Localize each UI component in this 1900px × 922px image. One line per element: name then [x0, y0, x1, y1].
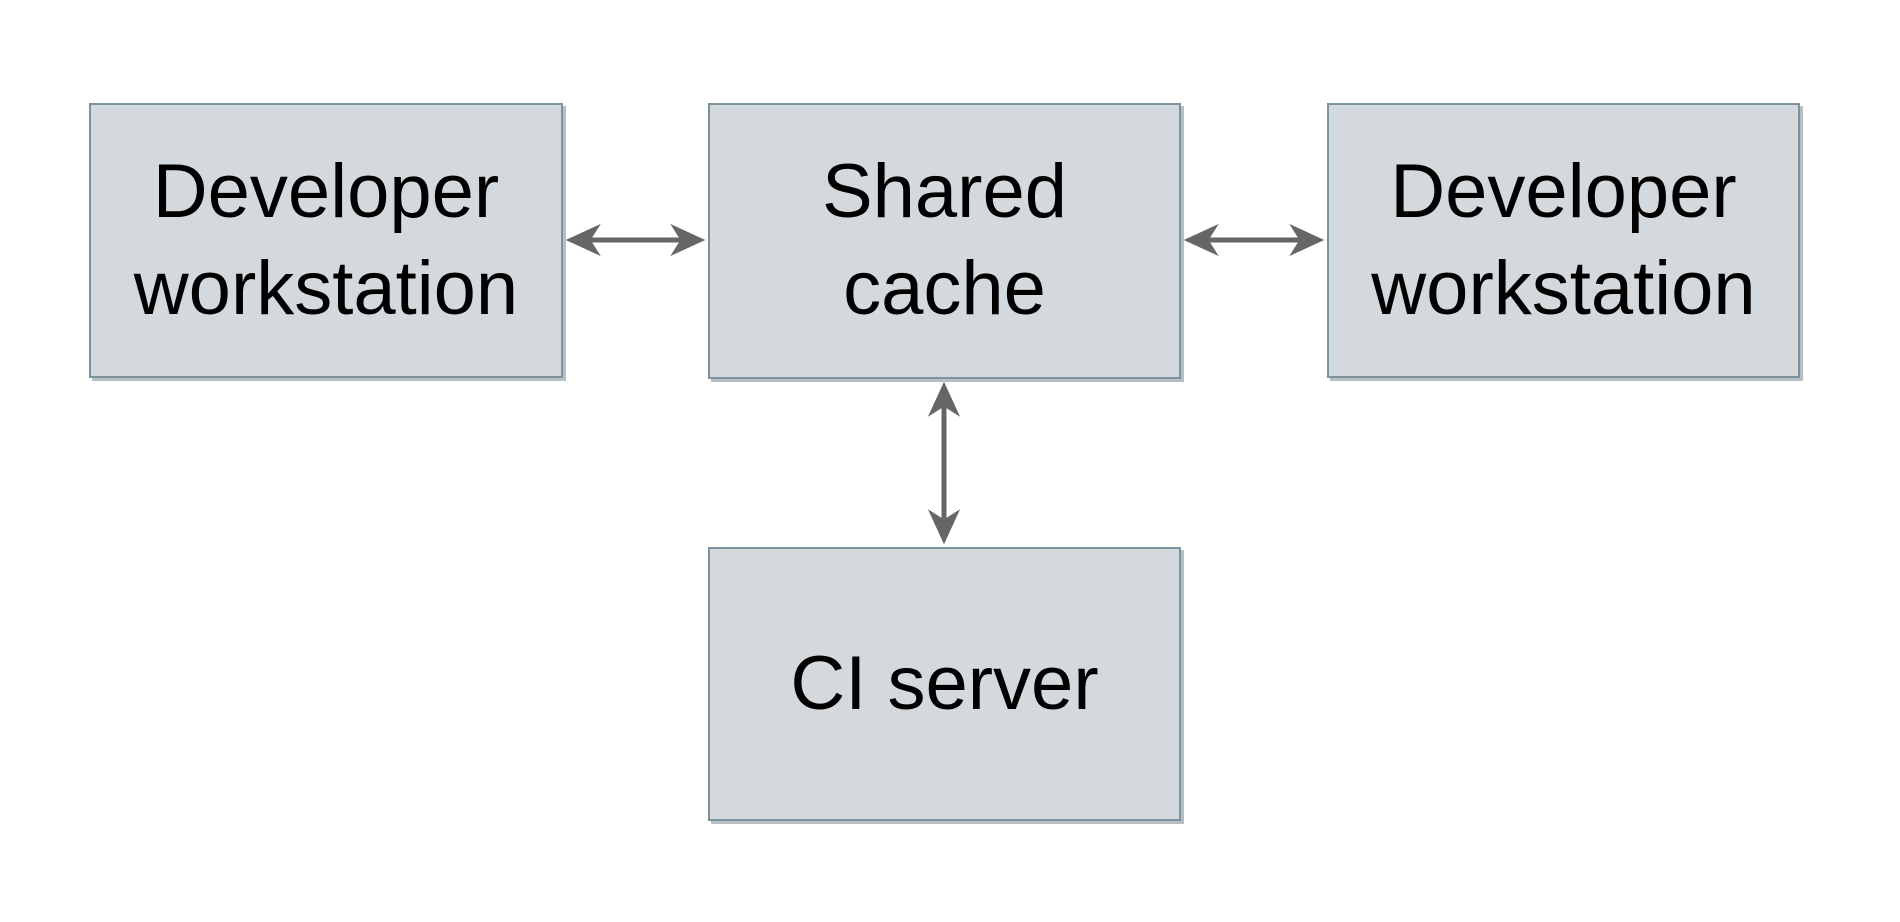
node-shared-cache: Shared cache: [708, 103, 1181, 379]
node-developer-workstation-right: Developer workstation: [1327, 103, 1800, 378]
node-ci-server: CI server: [708, 547, 1181, 821]
node-label-shared-cache: Shared cache: [821, 149, 1068, 331]
node-label-ci-server: CI server: [790, 640, 1099, 726]
node-label-developer-workstation-left: Developer workstation: [133, 148, 519, 331]
node-label-developer-workstation-right: Developer workstation: [1371, 148, 1756, 331]
node-developer-workstation-left: Developer workstation: [89, 103, 563, 378]
